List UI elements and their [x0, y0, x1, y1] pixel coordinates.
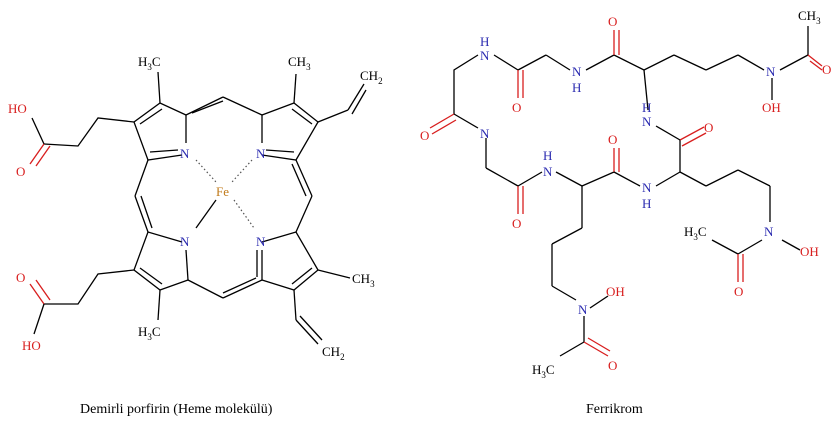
atom-fe: Fe: [216, 184, 229, 199]
acetyl-h3c-3: H3C: [532, 362, 555, 380]
hydroxamate-oh-3: OH: [606, 284, 625, 299]
acid-o-top: O: [16, 164, 25, 179]
atom-n-4: N: [256, 234, 266, 249]
methyl-4: H3C: [138, 324, 161, 342]
carbonyl-o-1: O: [512, 100, 521, 115]
amide-h-4: H: [642, 100, 651, 115]
hydroxamate-oh-1: OH: [762, 100, 781, 115]
hydroxamate-n-1: N: [766, 64, 776, 79]
amide-h-6: H: [642, 196, 651, 211]
amide-n-4: N: [642, 114, 652, 129]
heme-molecule: N N N N Fe H3C CH3 CH2 CH3 H3C CH2 HO O …: [8, 54, 383, 362]
carbonyl-o-4: O: [704, 120, 713, 135]
acetyl-o-1: O: [822, 62, 831, 77]
acid-o-bottom: O: [16, 270, 25, 285]
hydroxamate-n-3: N: [578, 302, 588, 317]
amide-n-2: N: [572, 64, 582, 79]
amide-n-1: N: [480, 48, 490, 63]
caption-ferrichrome: Ferrikrom: [586, 402, 643, 417]
methyl-1: H3C: [138, 54, 161, 72]
heme-atom-labels: N N N N Fe H3C CH3 CH2 CH3 H3C CH2 HO O …: [8, 54, 383, 362]
carbonyl-o-3: O: [420, 128, 429, 143]
acid-oh-top: HO: [8, 101, 27, 116]
acetyl-h3c-2: H3C: [684, 224, 707, 242]
ferrichrome-molecule: N H N H N OH CH3 O O O O N N H O N H O N…: [420, 8, 831, 380]
atom-n-2: N: [256, 146, 266, 161]
amide-n-5: N: [543, 164, 553, 179]
amide-n-3: N: [480, 126, 490, 141]
carbonyl-o-2: O: [608, 14, 617, 29]
acetyl-o-3: O: [608, 358, 617, 373]
carbonyl-o-6: O: [512, 216, 521, 231]
ferrichrome-bonds: [429, 26, 823, 357]
methyl-2: CH3: [288, 54, 311, 72]
vinyl-2: CH2: [322, 344, 345, 362]
acid-oh-bottom: HO: [22, 338, 41, 353]
hydroxamate-oh-2: OH: [800, 244, 819, 259]
hydroxamate-n-2: N: [764, 224, 774, 239]
amide-h-1: H: [480, 34, 489, 49]
caption-heme: Demirli porfirin (Heme molekülü): [80, 402, 273, 417]
atom-n-1: N: [180, 146, 190, 161]
heme-ring-bonds: [133, 96, 319, 299]
ferrichrome-atom-labels: N H N H N OH CH3 O O O O N N H O N H O N…: [420, 8, 831, 380]
heme-substituents: [29, 71, 367, 345]
atom-n-3: N: [180, 234, 190, 249]
acetyl-ch3-1: CH3: [798, 8, 821, 26]
carbonyl-o-5: O: [608, 132, 617, 147]
amide-h-5: H: [543, 148, 552, 163]
acetyl-o-2: O: [734, 284, 743, 299]
iron-coordination: [195, 159, 255, 229]
amide-n-6: N: [642, 180, 652, 195]
methyl-3: CH3: [352, 271, 375, 289]
amide-h-2: H: [572, 80, 581, 95]
vinyl-1: CH2: [360, 68, 383, 86]
